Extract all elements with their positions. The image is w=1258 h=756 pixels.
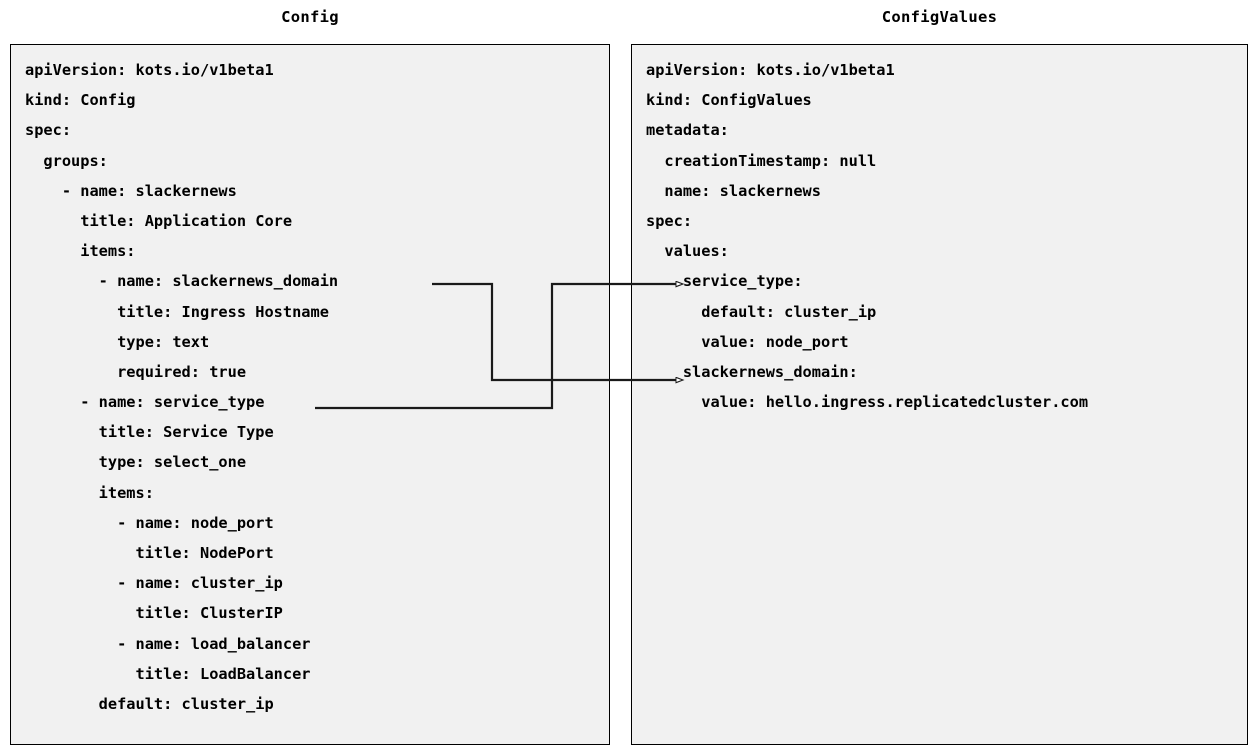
configvalues-yaml-line: name: slackernews [646,181,821,200]
config-yaml-line: title: NodePort [25,544,274,562]
config-yaml-line: - name: service_type [25,393,265,412]
configvalues-yaml-line: slackernews_domain: [646,362,858,381]
config-yaml-line: kind: Config [25,91,136,110]
panel-config: apiVersion: kots.io/v1beta1 kind: Config s… [10,44,610,745]
config-yaml-line: title: ClusterIP [25,604,283,623]
config-yaml-line: default: cluster_ip [25,694,274,713]
config-yaml-line: - name: load_balancer [25,634,311,653]
config-yaml-line: - name: slackernews [25,181,237,200]
configvalues-yaml-line: spec: [646,211,693,230]
config-yaml-line: title: Ingress Hostname [25,302,329,321]
config-yaml-text: apiVersion: kots.io/v1beta1 kind: Config s… [25,55,338,719]
configvalues-yaml-line: apiVersion: kots.io/v1beta1 [646,61,895,79]
configvalues-yaml-line: creationTimestamp: null [646,151,877,170]
config-yaml-line: spec: [25,121,72,140]
config-yaml-line: title: Application Core [25,211,293,230]
config-yaml-line: - name: slackernews_domain [25,272,339,291]
panel-configvalues: apiVersion: kots.io/v1beta1 kind: ConfigV… [631,44,1248,745]
configvalues-yaml-line: values: [646,242,729,261]
config-yaml-line: items: [25,242,136,261]
configvalues-yaml-line: kind: ConfigValues [646,91,812,110]
config-yaml-line: title: LoadBalancer [25,664,311,683]
panel-title-configvalues: ConfigValues [881,8,998,26]
configvalues-yaml-line: default: cluster_ip [646,302,877,321]
configvalues-yaml-line: value: node_port [646,332,849,351]
configvalues-yaml-text: apiVersion: kots.io/v1beta1 kind: ConfigV… [646,55,1088,417]
config-yaml-line: - name: cluster_ip [25,574,283,593]
config-yaml-line: type: select_one [25,453,247,472]
config-yaml-line: groups: [25,151,108,170]
config-yaml-line: type: text [25,332,210,351]
config-yaml-line: items: [25,483,154,502]
configvalues-yaml-line: value: hello.ingress.replicatedcluster.c… [646,393,1089,412]
config-yaml-line: title: Service Type [25,423,274,442]
config-yaml-line: apiVersion: kots.io/v1beta1 [25,61,274,79]
configvalues-yaml-line: metadata: [646,121,729,140]
config-yaml-line: - name: node_port [25,513,274,532]
configvalues-yaml-line: service_type: [646,272,803,291]
config-yaml-line: required: true [25,362,247,381]
panel-title-config: Config [281,8,339,26]
